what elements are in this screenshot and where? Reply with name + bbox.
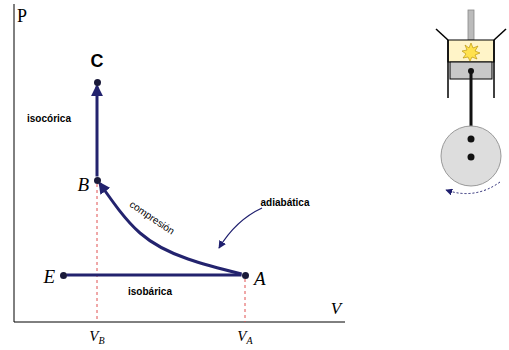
guide-line [245,279,246,322]
process-label: isobárica [128,287,172,297]
volume-label: VB [89,329,104,346]
state-point: E [60,272,67,279]
process-line [96,87,99,177]
process-label: isocórica [27,114,71,124]
point-label: E [43,267,55,286]
state-point: B [94,177,101,184]
state-point: A [242,272,249,279]
axis-label: V [331,300,341,317]
process-line [67,274,242,277]
guide-line [97,184,98,322]
p-axis [14,4,15,322]
volume-label: VA [237,329,252,346]
axis-label: P [17,7,27,25]
leader-arrow [219,208,262,248]
engine-illustration [436,10,506,194]
point-label: C [91,52,104,70]
v-axis [14,322,345,323]
point-label: B [77,175,89,194]
state-point: C [94,79,101,86]
axis-label: adiabática [261,198,310,208]
process-line [100,183,242,274]
process-label: compresión [128,199,176,236]
point-label: A [254,269,266,288]
